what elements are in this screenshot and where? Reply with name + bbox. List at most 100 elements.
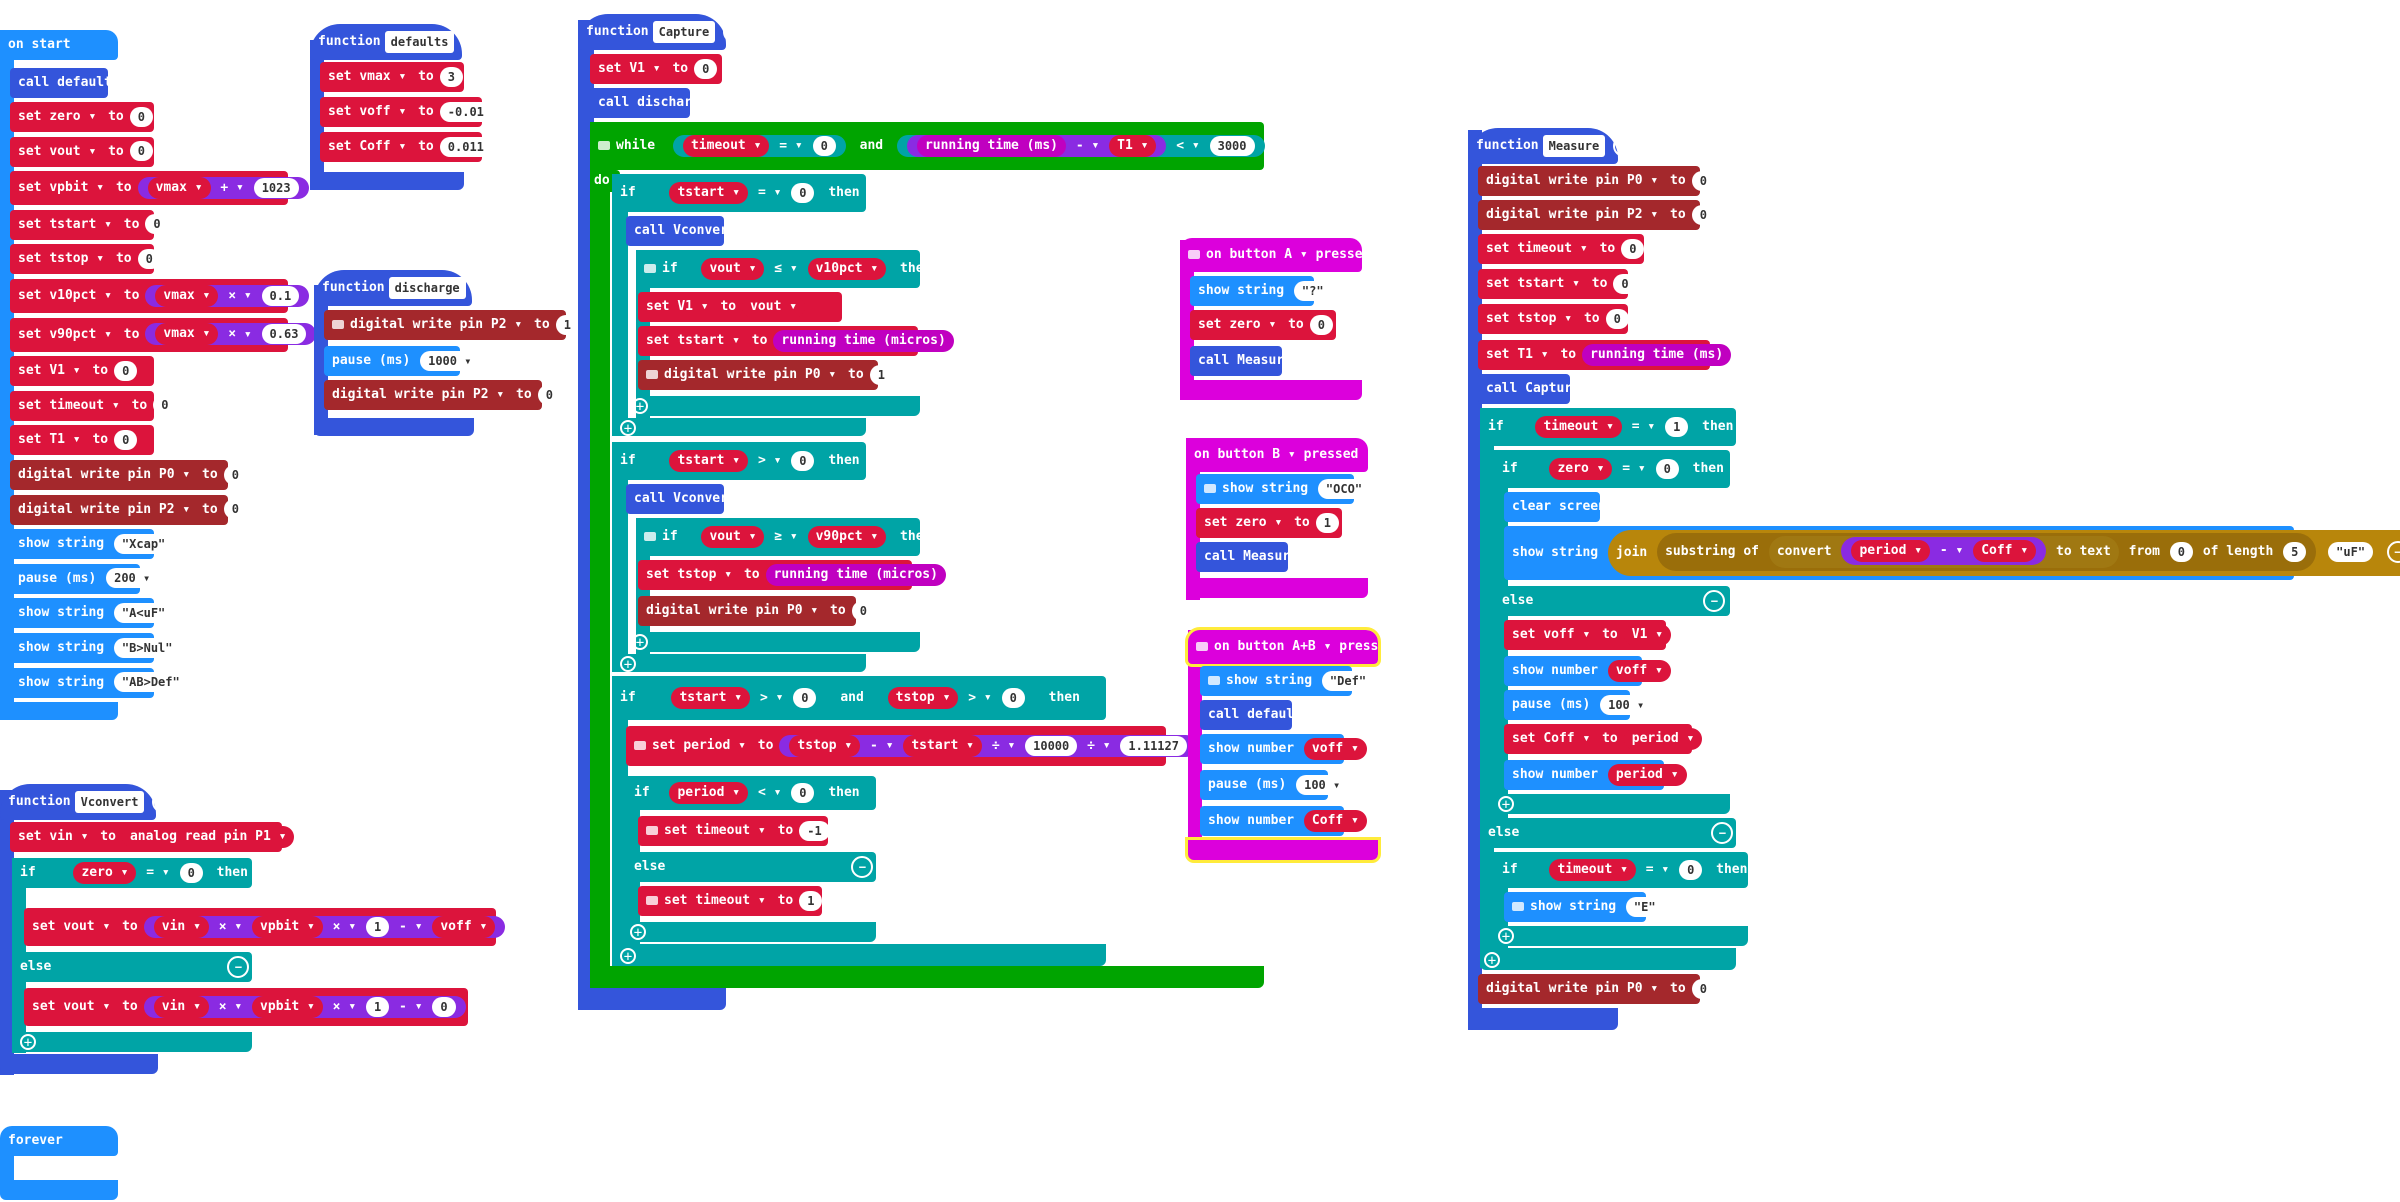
- if-block[interactable]: if vout ≥ v90pct then: [636, 518, 931, 556]
- show-string-block[interactable]: show string "E": [1504, 892, 1664, 922]
- var-dropdown[interactable]: V1: [629, 61, 660, 76]
- op-dropdown[interactable]: >: [760, 690, 783, 705]
- var-dropdown[interactable]: voff: [1543, 627, 1590, 642]
- value-field[interactable]: 0: [1001, 687, 1025, 708]
- op-dropdown[interactable]: ×: [228, 327, 251, 342]
- var-dropdown[interactable]: T1: [49, 432, 80, 447]
- var-pill[interactable]: Coff: [1303, 809, 1367, 832]
- set-tstop-block[interactable]: set tstop to0: [1478, 304, 1629, 334]
- show-number-block[interactable]: show number Coff: [1200, 806, 1367, 836]
- string-field[interactable]: "B>Nul": [113, 637, 181, 658]
- set-zero-block[interactable]: set zero to0: [10, 102, 154, 132]
- pause-value-dropdown[interactable]: 1000: [420, 350, 480, 371]
- var-dropdown[interactable]: T1: [1517, 347, 1548, 362]
- value-field[interactable]: 1.11127: [1120, 735, 1187, 756]
- value-field[interactable]: 0: [1309, 314, 1333, 335]
- op-dropdown[interactable]: ×: [219, 999, 242, 1014]
- digital-write-block[interactable]: digital write pin P0 to0: [638, 596, 875, 626]
- show-string-block[interactable]: show string "A<uF": [10, 598, 174, 629]
- pause-block[interactable]: pause (ms) 200: [10, 563, 159, 594]
- if-block[interactable]: if zero = 0 then: [12, 858, 252, 888]
- var-pill[interactable]: tstart: [671, 686, 751, 709]
- collapse-icon[interactable]: ⌃: [1613, 134, 1636, 157]
- comment-icon[interactable]: [644, 532, 656, 541]
- pin-dropdown[interactable]: P2: [491, 317, 522, 332]
- add-else-icon[interactable]: +: [632, 398, 648, 414]
- value-field[interactable]: 0: [114, 429, 138, 450]
- value-field[interactable]: 1023: [253, 177, 299, 198]
- value-field[interactable]: 0.1: [261, 285, 300, 306]
- var-pill[interactable]: Coff: [1973, 539, 2037, 562]
- string-field[interactable]: "AB>Def": [113, 672, 188, 693]
- add-else-icon[interactable]: +: [1498, 928, 1514, 944]
- on-button-b-header[interactable]: on button B pressed: [1186, 438, 1368, 472]
- pin-dropdown[interactable]: P0: [1627, 981, 1658, 996]
- remove-else-icon[interactable]: −: [1703, 589, 1726, 612]
- value-field[interactable]: 0: [793, 687, 817, 708]
- var-pill[interactable]: zero: [73, 861, 137, 884]
- clear-screen-block[interactable]: clear screen: [1504, 492, 1606, 522]
- comment-icon[interactable]: [644, 264, 656, 273]
- add-else-icon[interactable]: +: [630, 924, 646, 940]
- value-field[interactable]: 0: [223, 464, 247, 485]
- var-pill[interactable]: T1: [1109, 134, 1157, 157]
- button-dropdown[interactable]: B: [1272, 447, 1295, 462]
- function-name-field[interactable]: Vconvert: [74, 790, 145, 813]
- show-string-block[interactable]: show string "AB>Def": [10, 667, 188, 698]
- add-else-icon[interactable]: +: [1498, 796, 1514, 812]
- var-dropdown[interactable]: tstart: [49, 217, 112, 232]
- var-dropdown[interactable]: tstart: [1517, 276, 1580, 291]
- set-v1-block[interactable]: set V1 to0: [590, 54, 722, 84]
- var-dropdown[interactable]: zero: [49, 109, 96, 124]
- op-dropdown[interactable]: -: [1940, 543, 1963, 558]
- var-dropdown[interactable]: vout: [49, 144, 96, 159]
- set-tstart-block[interactable]: set tstart to0: [1478, 269, 1637, 299]
- digital-write-block[interactable]: digital write pin P0 to0: [10, 460, 247, 490]
- var-dropdown[interactable]: timeout: [1517, 241, 1587, 256]
- var-pill[interactable]: vout: [701, 525, 765, 548]
- forever-header[interactable]: forever: [0, 1126, 118, 1156]
- var-pill[interactable]: vin: [153, 995, 209, 1018]
- running-time-pill[interactable]: running time (micros): [765, 563, 946, 586]
- digital-write-block[interactable]: digital write pin P2 to0: [1478, 200, 1715, 230]
- value-field[interactable]: 0: [145, 214, 169, 235]
- on-button-a-header[interactable]: on button A pressed: [1180, 238, 1370, 272]
- var-pill[interactable]: tstart: [669, 449, 749, 472]
- value-field[interactable]: 0: [812, 135, 836, 156]
- pause-block[interactable]: pause (ms) 100: [1504, 690, 1653, 720]
- var-pill[interactable]: zero: [1549, 457, 1613, 480]
- value-field[interactable]: 0.63: [261, 324, 307, 345]
- var-dropdown[interactable]: tstart: [677, 333, 740, 348]
- pin-dropdown[interactable]: P0: [805, 367, 836, 382]
- running-time-pill[interactable]: running time (ms): [1582, 343, 1732, 366]
- op-dropdown[interactable]: =: [1632, 419, 1655, 434]
- comment-icon[interactable]: [1188, 250, 1200, 259]
- show-string-block[interactable]: show string "Def": [1200, 666, 1375, 696]
- op-dropdown[interactable]: >: [758, 453, 781, 468]
- op-dropdown[interactable]: <: [1176, 138, 1199, 153]
- call-vconvert-block[interactable]: call Vconvert: [626, 484, 736, 514]
- var-pill[interactable]: period: [669, 781, 749, 804]
- var-dropdown[interactable]: vout: [63, 999, 110, 1014]
- call-measure-block[interactable]: call Measure: [1196, 542, 1298, 572]
- var-pill[interactable]: vmax: [155, 284, 219, 307]
- value-field[interactable]: 0: [1679, 859, 1703, 880]
- var-dropdown[interactable]: period: [683, 738, 746, 753]
- var-pill[interactable]: timeout: [682, 134, 770, 157]
- show-string-block[interactable]: show string "OCO": [1196, 474, 1371, 504]
- pause-value-dropdown[interactable]: 100: [1296, 774, 1349, 795]
- if-block[interactable]: if vout ≤ v10pct then: [636, 250, 931, 288]
- var-dropdown[interactable]: Coff: [1543, 731, 1590, 746]
- set-vout-block[interactable]: set vout to0: [10, 136, 154, 167]
- on-button-ab-header[interactable]: on button A+B pressed: [1185, 627, 1394, 667]
- var-pill[interactable]: vpbit: [252, 995, 323, 1018]
- pin-dropdown[interactable]: P2: [159, 502, 190, 517]
- else-block[interactable]: else−: [1480, 818, 1736, 848]
- set-T1-block[interactable]: set T1 to0: [10, 425, 154, 456]
- call-defaults-block[interactable]: call defaults: [1200, 700, 1310, 730]
